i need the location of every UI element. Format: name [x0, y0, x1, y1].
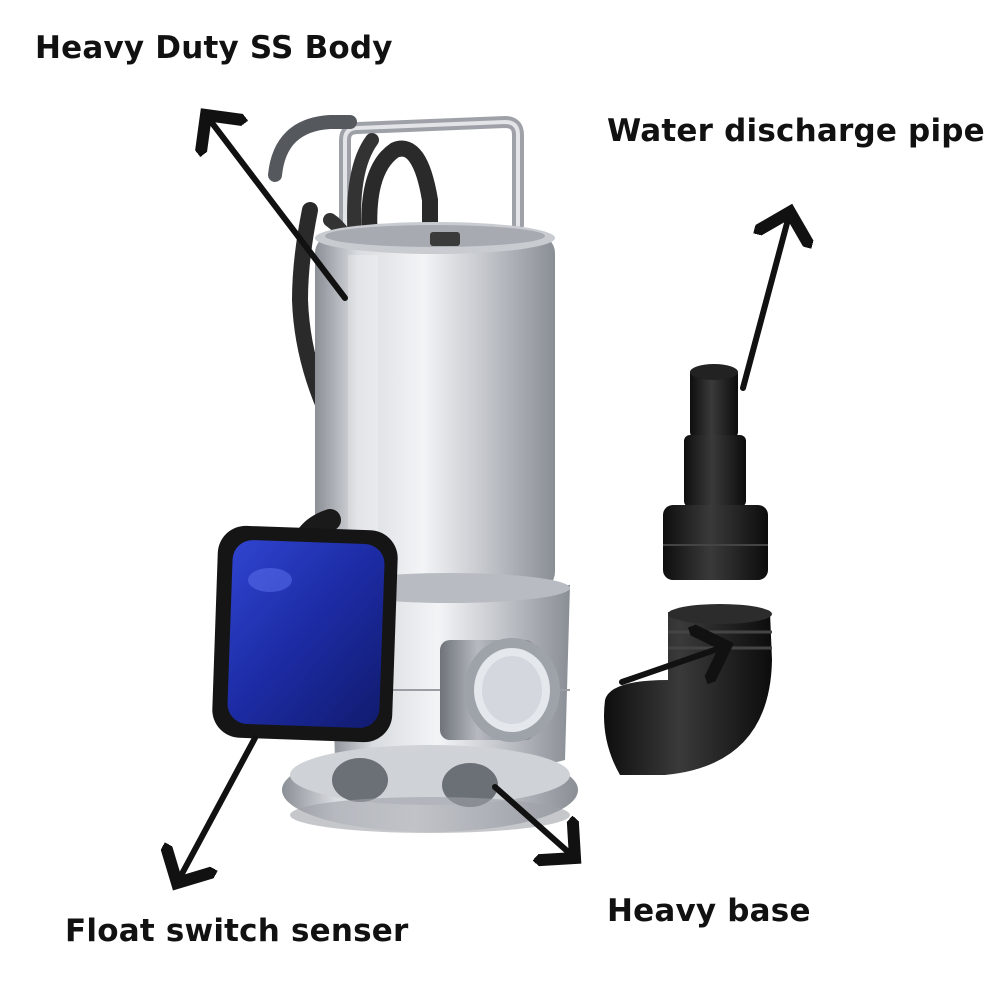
arrow-discharge: [740, 212, 790, 391]
elbow-pipe-icon: [604, 604, 772, 775]
label-water-discharge-pipe: Water discharge pipe: [607, 113, 985, 149]
pump-body: [315, 222, 555, 590]
discharge-pipe-icon: [663, 364, 768, 580]
pump-base: [282, 745, 578, 833]
outlet-port: [440, 638, 560, 742]
arrow-elbow: [619, 646, 726, 685]
arrow-body: [206, 115, 348, 301]
label-float-switch: Float switch senser: [65, 913, 409, 949]
arrow-float: [177, 735, 258, 883]
label-heavy-base: Heavy base: [607, 893, 811, 929]
label-heavy-duty-body: Heavy Duty SS Body: [35, 30, 393, 66]
float-switch-icon: [212, 509, 398, 743]
annotation-arrows: [177, 115, 790, 883]
pump-handle: [268, 115, 524, 241]
arrow-base: [492, 784, 575, 858]
